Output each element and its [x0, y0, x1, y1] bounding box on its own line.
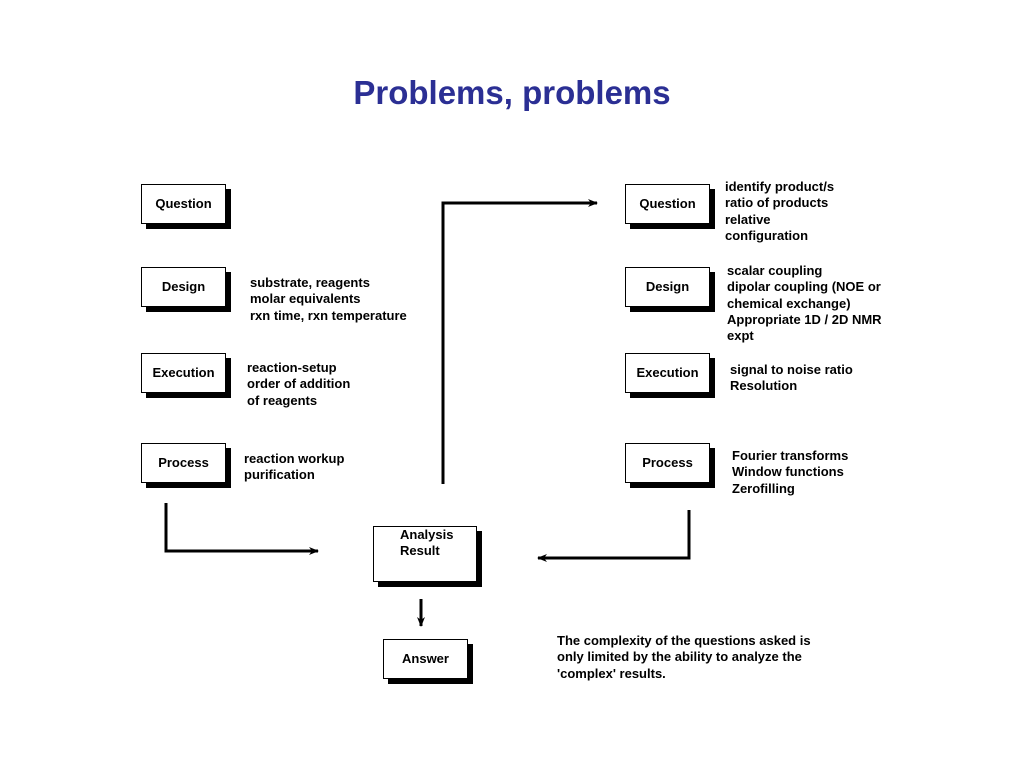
note-line: expt — [727, 328, 754, 344]
note-line: of reagents — [247, 392, 318, 408]
right-process-box: Process — [625, 443, 710, 483]
note-line: signal to noise ratio — [730, 362, 853, 377]
left-execution-note: reaction-setup order of addition of reag… — [247, 360, 350, 409]
left-process-note: reaction workup purification — [244, 451, 344, 484]
note-line: configuration — [725, 227, 809, 243]
result-label: Result — [400, 543, 440, 558]
conclusion-line: The complexity of the questions asked is — [557, 633, 811, 648]
right-design-note: scalar coupling dipolar coupling (NOE or… — [727, 263, 882, 344]
note-line: chemical exchange) — [727, 295, 851, 311]
right-question-box: Question — [625, 184, 710, 224]
arrow-right-process-to-analysis — [537, 510, 691, 562]
arrow-left-process-to-analysis — [164, 503, 319, 555]
note-line: scalar coupling — [727, 263, 823, 278]
conclusion-line: 'complex' results. — [557, 665, 666, 681]
note-line: Appropriate 1D / 2D NMR — [727, 311, 882, 327]
arrow-up-to-right-question — [441, 199, 598, 484]
note-line: relative — [725, 211, 771, 227]
note-line: Resolution — [730, 378, 798, 394]
answer-box: Answer — [383, 639, 468, 679]
note-line: Fourier transforms — [732, 448, 849, 463]
left-question-box: Question — [141, 184, 226, 224]
right-execution-box: Execution — [625, 353, 710, 393]
analysis-result-box: Analysis Result — [373, 526, 477, 582]
conclusion-text: The complexity of the questions asked is… — [557, 633, 811, 682]
note-line: dipolar coupling (NOE or — [727, 279, 881, 295]
analysis-label: Analysis — [400, 527, 454, 542]
note-line: Window functions — [732, 464, 844, 480]
note-line: rxn time, rxn temperature — [250, 307, 407, 323]
conclusion-line: only limited by the ability to analyze t… — [557, 649, 802, 665]
right-execution-note: signal to noise ratio Resolution — [730, 362, 853, 395]
page-title: Problems, problems — [353, 74, 671, 111]
note-line: reaction-setup — [247, 360, 337, 375]
right-process-note: Fourier transforms Window functions Zero… — [732, 448, 848, 497]
note-line: Zerofilling — [732, 480, 795, 496]
note-line: reaction workup — [244, 451, 345, 466]
left-process-box: Process — [141, 443, 226, 483]
note-line: ratio of products — [725, 195, 829, 211]
left-execution-box: Execution — [141, 353, 226, 393]
left-design-box: Design — [141, 267, 226, 307]
note-line: identify product/s — [725, 179, 835, 194]
note-line: order of addition — [247, 376, 351, 392]
left-design-note: substrate, reagents molar equivalents rx… — [250, 275, 407, 324]
note-line: molar equivalents — [250, 291, 361, 307]
note-line: substrate, reagents — [250, 275, 370, 290]
note-line: purification — [244, 467, 315, 483]
right-question-note: identify product/s ratio of products rel… — [725, 179, 834, 244]
right-design-box: Design — [625, 267, 710, 307]
